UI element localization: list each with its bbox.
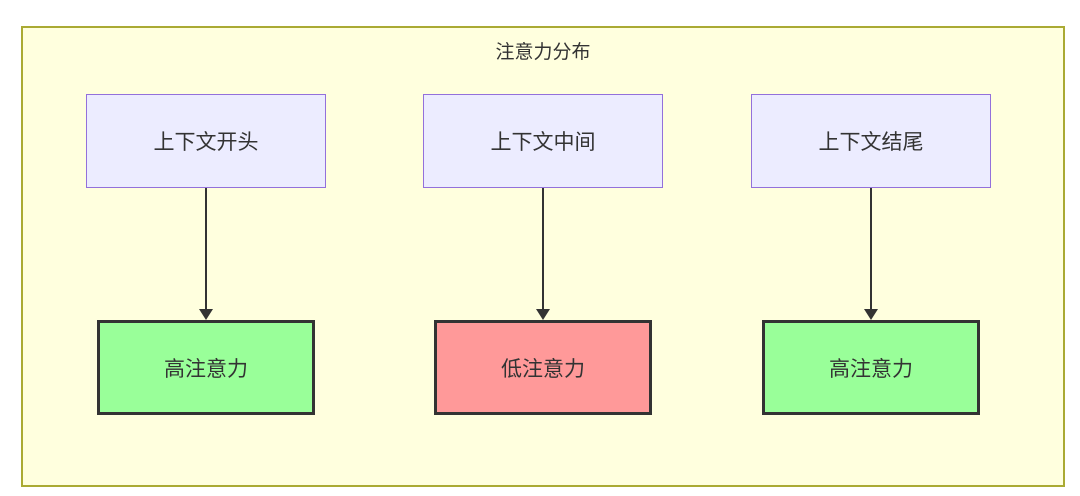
flow-column-context-end: 上下文结尾 高注意力 bbox=[751, 94, 991, 415]
node-result-high-attention-left: 高注意力 bbox=[97, 320, 315, 415]
node-result-high-attention-right: 高注意力 bbox=[762, 320, 980, 415]
arrow-line bbox=[870, 188, 872, 309]
node-context-beginning: 上下文开头 bbox=[86, 94, 326, 188]
flow-column-context-middle: 上下文中间 低注意力 bbox=[423, 94, 663, 415]
arrow-down-icon bbox=[536, 188, 550, 320]
arrow-down-icon bbox=[199, 188, 213, 320]
node-context-end: 上下文结尾 bbox=[751, 94, 991, 188]
node-context-middle: 上下文中间 bbox=[423, 94, 663, 188]
arrow-down-icon bbox=[864, 188, 878, 320]
arrow-line bbox=[205, 188, 207, 309]
subgraph-container: 注意力分布 上下文开头 高注意力 上下文中间 低注意力 上下文结尾 高注意力 bbox=[21, 26, 1065, 487]
diagram-title: 注意力分布 bbox=[495, 42, 591, 63]
arrow-line bbox=[542, 188, 544, 309]
flow-column-context-beginning: 上下文开头 高注意力 bbox=[86, 94, 326, 415]
arrow-head-icon bbox=[199, 309, 213, 320]
arrow-head-icon bbox=[536, 309, 550, 320]
arrow-head-icon bbox=[864, 309, 878, 320]
node-result-low-attention: 低注意力 bbox=[434, 320, 652, 415]
